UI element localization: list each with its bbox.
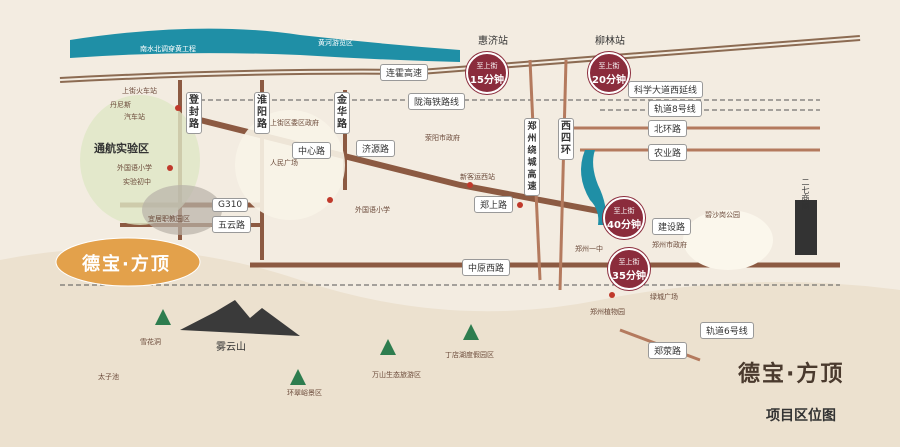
metro6-label: 轨道6号线 [700,322,754,339]
map-title: 项目区位图 [766,408,836,424]
bishagang-zone [683,210,773,270]
yiguan-label: 宜居职教园区 [148,215,190,223]
dingdian-label: 丁店湖度假园区 [445,351,494,359]
xiliu-lake [581,150,607,225]
lvcheng-label: 绿城广场 [650,293,678,301]
dengfeng-label: 登封路 [186,92,202,134]
danni-label: 丹尼斯 [110,101,131,109]
bishagang-label: 碧沙岗公园 [705,211,740,219]
jinggang-label: 济源路 [356,140,396,157]
wuyun-mountain-label: 雾云山 [216,342,246,353]
xuehua-label: 雪花洞 [140,338,161,346]
nongye-label: 农业路 [648,144,688,161]
longhai-label: 陇海铁路线 [408,93,466,110]
erqi-label: 二七商圈 [801,178,810,210]
xingyang-gov-label: 荥阳市政府 [425,134,460,142]
jinhua-label: 金华路 [334,92,350,134]
xinkeyun-label: 新客运西站 [460,173,495,181]
bus-station-label: 汽车站 [124,113,145,121]
zhengshang-label: 郑上路 [474,196,514,213]
huiji-station: 惠济站 [478,36,508,47]
zhongxin-label: 中心路 [292,142,332,159]
taizi-label: 太子池 [98,373,119,381]
project-name-oval: 德宝·方顶 [82,254,171,275]
liulin-station: 柳林站 [595,36,625,47]
canal-label: 南水北调穿黄工程 [140,45,196,53]
zhengzhou-gov-label: 郑州市政府 [652,241,687,249]
renmin-label: 人民广场 [270,159,298,167]
foreign-school2-label: 外国语小学 [355,206,390,214]
ring-label: 郑州绕城高速 [524,118,540,196]
town-train-label: 上街火车站 [122,87,157,95]
zoo-label: 郑州植物园 [590,308,625,316]
wuyun-label: 五云路 [212,216,252,233]
xisihuan-road [558,59,568,291]
shiyan-label: 实验初中 [123,178,151,186]
zhongyuanxi-label: 中原西路 [462,259,511,276]
yellow-river [70,28,460,63]
yangpo-label: 郑荥路 [648,342,688,359]
lianhuo-label: 连霍高速 [380,64,429,81]
foreign-school-label: 外国语小学 [117,164,152,172]
zhengzhou1-label: 郑州一中 [575,245,603,253]
kexue-label: 科学大道西延线 [628,81,704,98]
project-oval [55,237,201,287]
terrain-wash [0,248,900,447]
wetland-label: 黄河游览区 [318,39,353,47]
wanshan-label: 万山生态旅游区 [372,371,421,379]
erqi-tower [795,200,817,255]
huaiyang-label: 淮阳路 [254,92,270,134]
renmin-zone [235,110,345,220]
g310-label: G310 [212,198,249,212]
beihuan-label: 北环路 [648,120,688,137]
shangjie-gov-label: 上街区委区政府 [270,119,319,127]
mountain-icon [180,300,300,336]
jianshe-label: 建设路 [652,218,692,235]
xisihuan-label: 西四环 [558,118,574,160]
yiguan-zone [142,185,222,235]
project-logo: 德宝·方顶 [738,362,845,387]
tonghang-label: 通航实验区 [94,142,149,155]
huanchui-label: 环翠峪景区 [287,389,322,397]
metro8-label: 轨道8号线 [648,100,702,117]
